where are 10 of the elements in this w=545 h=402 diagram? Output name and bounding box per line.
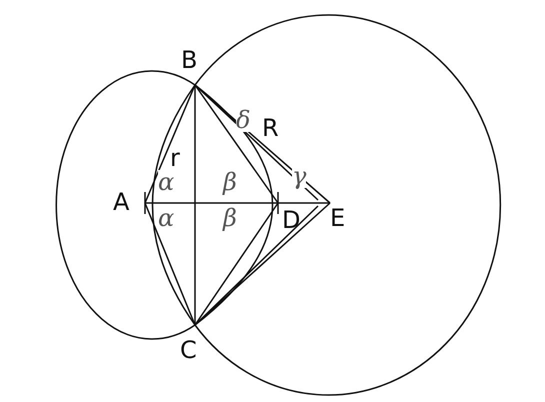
point-label: E	[330, 206, 346, 230]
point-label: B	[181, 48, 198, 72]
angle-label: δ	[236, 108, 250, 132]
point-label: D	[282, 208, 300, 232]
angle-label: β	[223, 206, 237, 230]
point-label: C	[180, 338, 197, 362]
point-label: R	[262, 116, 279, 140]
point-label: r	[170, 146, 180, 170]
point-label: A	[113, 190, 130, 214]
angle-label: β	[223, 170, 237, 194]
